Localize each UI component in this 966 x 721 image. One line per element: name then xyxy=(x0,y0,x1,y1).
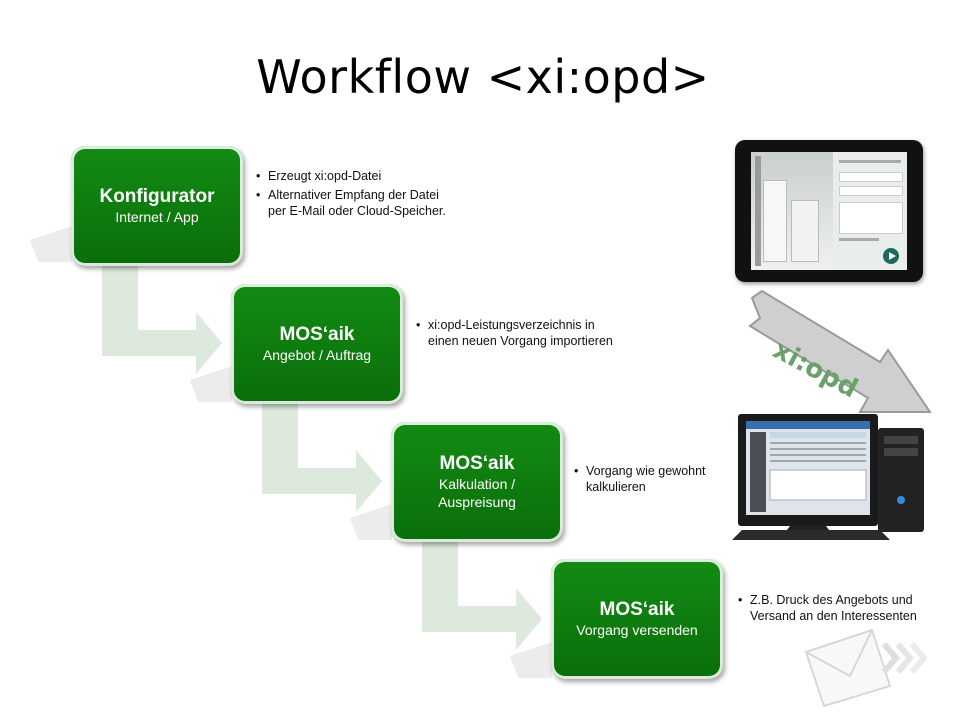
bullet-item: Z.B. Druck des Angebots und Versand an d… xyxy=(738,592,918,624)
step-heading: Konfigurator xyxy=(99,186,215,207)
play-icon xyxy=(883,248,899,264)
step-heading: MOS‘aik xyxy=(599,599,675,620)
box-shadow-4 xyxy=(510,642,552,678)
bullet-item: Alternativer Empfang der Datei per E-Mai… xyxy=(256,187,446,219)
xiopd-transfer-arrow xyxy=(748,289,932,413)
step-heading: MOS‘aik xyxy=(279,324,355,345)
step-box-kalkulation: MOS‘aik Kalkulation / Auspreisung xyxy=(391,422,563,542)
tablet-screen xyxy=(751,152,907,270)
step-1-bullets: Erzeugt xi:opd-Datei Alternativer Empfan… xyxy=(256,168,446,222)
page-title: Workflow <xi:opd> xyxy=(256,50,710,104)
connector-arrow-2 xyxy=(262,403,382,512)
step-subtitle: Vorgang versenden xyxy=(576,622,698,638)
envelope-icon xyxy=(804,628,928,708)
box-shadow-3 xyxy=(350,504,392,540)
step-4-bullets: Z.B. Druck des Angebots und Versand an d… xyxy=(738,592,918,627)
step-2-bullets: xi:opd-Leistungsverzeichnis in einen neu… xyxy=(416,317,614,352)
box-shadow-2 xyxy=(190,366,232,402)
tablet-illustration xyxy=(735,140,923,282)
step-box-versenden: MOS‘aik Vorgang versenden xyxy=(551,559,723,679)
step-subtitle: Kalkulation / Auspreisung xyxy=(438,476,516,510)
bullet-item: xi:opd-Leistungsverzeichnis in einen neu… xyxy=(416,317,614,349)
bullet-item: Vorgang wie gewohnt kalkulieren xyxy=(574,463,739,495)
step-3-bullets: Vorgang wie gewohnt kalkulieren xyxy=(574,463,739,498)
connector-arrow-1 xyxy=(102,265,222,374)
step-subtitle: Internet / App xyxy=(115,209,199,225)
box-shadow-1 xyxy=(30,226,72,262)
connector-arrow-3 xyxy=(422,541,542,650)
step-subtitle: Angebot / Auftrag xyxy=(262,347,372,363)
step-heading: MOS‘aik xyxy=(439,453,515,474)
step-box-angebot: MOS‘aik Angebot / Auftrag xyxy=(231,284,403,404)
step-box-konfigurator: Konfigurator Internet / App xyxy=(71,146,243,266)
computer-illustration xyxy=(732,414,924,540)
bullet-item: Erzeugt xi:opd-Datei xyxy=(256,168,446,184)
